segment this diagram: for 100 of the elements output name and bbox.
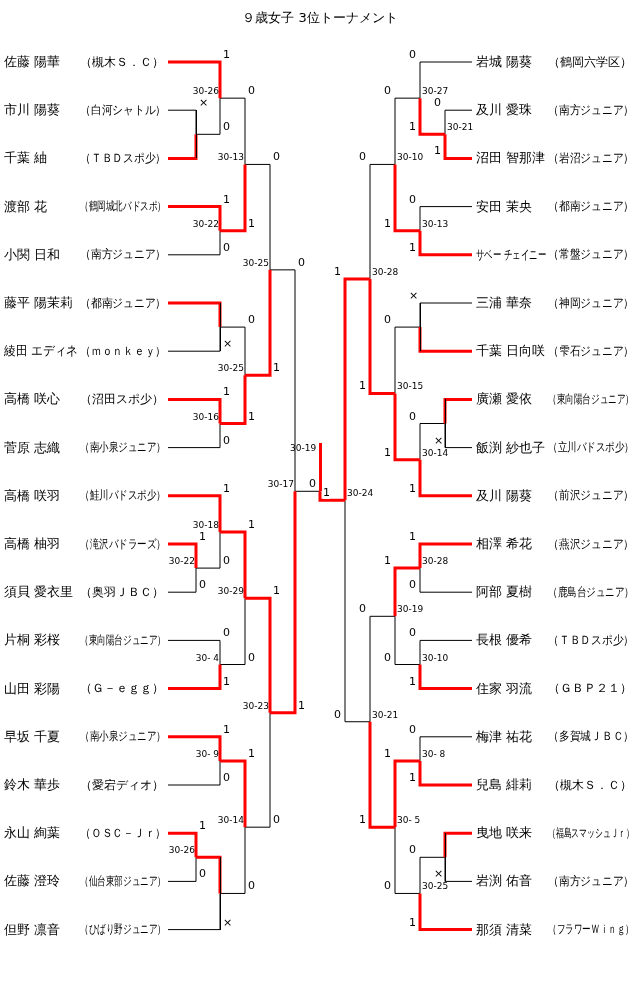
result-mark: × [434,434,444,447]
match-score: 30-21 [372,709,402,721]
bracket-line [168,205,222,231]
result-mark: 0 [223,241,230,254]
bracket-line [168,831,198,858]
match-score: 30-26 [165,845,195,857]
bracket-line [196,855,222,894]
match-score: 30-22 [189,218,219,230]
bracket-line [418,893,472,932]
player-name: 永山 絢葉 [4,824,61,843]
result-mark: 0 [248,651,255,664]
club-name: （奥羽ＪＢＣ） [80,583,164,601]
bracket-line [220,375,247,425]
player-name: 長根 優希 [476,631,533,650]
player-name: 三浦 華奈 [476,294,533,312]
club-name: （福島スマッシュＪｒ） [548,824,635,842]
bracket-line [219,597,246,665]
bracket-line [168,542,198,569]
result-mark: 0 [384,651,391,664]
player-name: 千葉 日向咲 [476,342,546,361]
bracket-line [219,97,246,165]
bracket-line [393,393,420,462]
club-name: （都南ジュニア） [548,198,634,216]
player-name: 兒島 緋莉 [476,776,533,794]
bracket-line [418,760,472,787]
player-name: 相澤 希花 [476,535,533,553]
club-name: （南小泉ジュニア） [80,728,166,746]
bracket-line [394,97,421,165]
bracket-line [369,615,396,723]
result-mark: 1 [384,446,391,459]
club-name: （雫石ジュニア） [548,342,634,360]
club-name: （鮭川バドスポ少） [80,487,166,505]
match-score: 30-17 [264,479,294,491]
match-score: 30-27 [422,86,452,98]
match-score: 30-15 [397,381,427,393]
result-mark: 1 [409,482,416,495]
club-name: （多賀城ＪＢＣ） [548,728,634,746]
bracket-line [443,831,472,858]
bracket-line [167,892,221,931]
club-name: （前沢ジュニア） [548,487,634,505]
result-mark: 1 [223,675,230,688]
bracket-line [244,712,271,828]
bracket-line [244,163,271,271]
club-name: （南方ジュニア） [548,101,634,119]
match-score: 30- 4 [189,652,219,664]
bracket-line [368,721,395,829]
title: ９歳女子 3位トーナメント [242,9,398,27]
player-name: 岩渕 佑音 [476,872,533,891]
result-mark: 0 [409,49,416,61]
bracket-line [419,567,473,593]
club-name: （ＯＳＣ－Ｊｒ） [80,824,166,842]
match-score: 30-10 [397,152,427,164]
result-mark: 1 [409,531,416,543]
player-name: 梅津 祐花 [476,727,533,746]
bracket-line [245,269,272,377]
player-name: 佐藤 澄玲 [4,872,61,891]
match-score: 30-14 [422,447,452,459]
club-name: （鶴岡城北バドスポ） [80,198,167,216]
result-mark: 1 [384,217,391,230]
bracket-line [168,664,222,691]
result-mark: 1 [223,482,230,495]
bracket-line [394,615,421,665]
bracket-line [167,760,221,786]
bracket-line [294,490,321,492]
bracket-line [394,826,421,894]
player-name: 渡部 花 [4,197,48,216]
match-score: 30-16 [189,411,219,423]
bracket-line [418,542,472,569]
bracket-line [444,856,473,882]
match-score: 30-25 [239,257,269,269]
bracket-line [168,494,222,532]
club-name: （立川バドスポ少） [548,439,634,457]
bracket-line [167,109,197,135]
bracket-line [220,530,247,599]
match-score: 30-29 [214,586,244,598]
bracket-line [167,423,221,449]
club-name: （仙台東部ジュニア） [80,872,167,890]
club-name: （東向陽台ジュニア） [80,631,167,649]
bracket-line [344,499,371,723]
bracket-line [418,459,472,498]
player-name: 曳地 咲来 [476,824,533,843]
bracket-line [168,134,198,160]
club-name: （フラワーＷｉｎｇ） [548,921,635,939]
club-name: （岩沼ジュニア） [548,149,634,167]
bracket-line [419,423,446,461]
bracket-line [270,491,297,715]
club-name: （槻木Ｓ．Ｃ） [80,53,164,71]
bracket-line [168,397,222,424]
player-name: 飯渕 紗也子 [476,438,546,457]
result-mark: × [223,916,233,929]
bracket-line [393,164,420,233]
bracket-line [368,278,395,395]
bracket-line [219,826,246,894]
player-name: 但野 凛音 [4,920,61,939]
match-score: 30-19 [290,443,318,455]
bracket-line [419,206,473,232]
player-name: 綾田 エディネ [4,342,78,361]
result-mark: 0 [223,772,230,784]
player-name: 小関 日和 [4,245,61,264]
bracket-line [419,639,473,665]
